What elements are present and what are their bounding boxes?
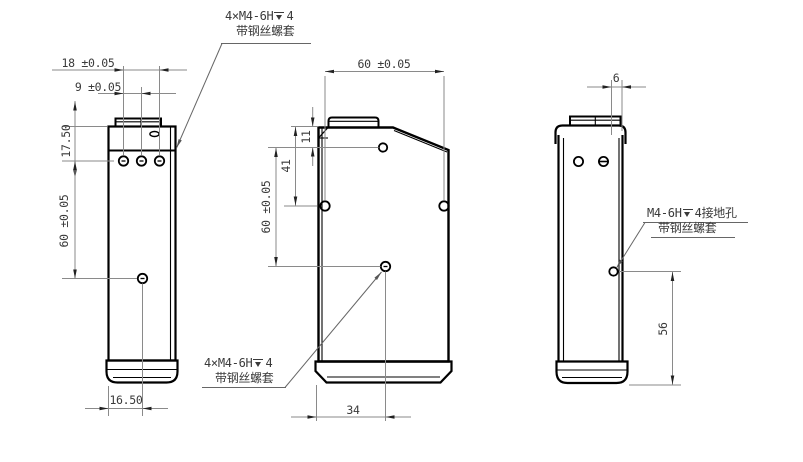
dim-hole-pitch-9 [98,87,176,155]
right-view-dimensions [587,80,681,386]
front-view-dimensions [268,69,445,421]
dim-top-hole-span-60 [324,69,445,200]
depth-symbol-icon [274,11,285,21]
thread-note: 带钢丝螺套 [215,370,274,385]
dim-ground-hole-edge-6 [587,80,646,135]
top-thread-callout: 4×M4-6H 4 带钢丝螺套 [225,9,295,38]
thread-spec-line: 4×M4-6H 4 [204,356,274,371]
ground-hole [608,266,619,277]
dim-bottom-hole-34 [291,271,411,421]
thread-spec-line: 4×M4-6H 4 [225,9,295,24]
depth-symbol-icon [682,208,694,218]
dim-text-ground-hole-edge: 6 [612,71,620,85]
screw-hole [319,200,331,212]
screw-hole [136,272,149,285]
dim-text-top-to-holes: 17.50 [59,124,73,158]
screw-hole [153,155,166,167]
dim-hole-span-18 [52,66,187,155]
dim-side-hole-depth-41 [293,126,298,206]
left-view-holes [117,155,166,285]
thread-spec-line: M4-6H 4接地孔 [647,206,737,221]
slot [149,130,160,138]
right-view-outline [554,115,629,385]
extension-lines [268,126,381,267]
screw-hole [379,260,392,273]
right-view-holes [573,155,619,277]
top-callout-leader [176,43,311,149]
dim-text-ground-hole-height: 56 [656,322,670,336]
front-view-outline [314,116,453,384]
dim-text-top-hole-span: 60 ±0.05 [357,57,411,71]
depth-symbol-icon [253,358,264,368]
right-callout-leader [616,222,748,269]
thread-spec: M4-6H [647,206,682,220]
left-view-dimensions [52,66,187,416]
bottom-callout-leader [202,271,382,388]
dim-text-hole-rows-front: 60 ±0.05 [259,180,273,234]
thread-depth: 4 [286,9,294,23]
hole [573,155,585,167]
dim-text-hole-pitch: 9 ±0.05 [74,80,122,94]
dim-hole-rows-60 [62,161,137,279]
thread-note: 带钢丝螺套 [236,23,295,38]
front-view [314,116,453,384]
dim-text-side-hole-depth: 41 [279,159,293,173]
dim-text-hole-rows-left: 60 ±0.05 [57,194,71,248]
callout-leaders [176,43,748,388]
thread-note: 带钢丝螺套 [658,220,717,235]
dim-text-hole-span: 18 ±0.05 [61,56,115,70]
screw-hole [377,142,389,153]
thread-spec: 4×M4-6H [225,9,274,23]
dim-ground-hole-height-56 [619,271,681,386]
right-view [554,115,629,385]
front-view-holes [319,142,450,273]
screw-hole [438,200,450,212]
dim-hole-rows-60-vertical [274,147,278,267]
dim-text-bottom-hole-left: 16.50 [109,393,143,407]
ground-hole-callout: M4-6H 4接地孔 带钢丝螺套 [647,206,737,235]
ground-hole-label: 接地孔 [701,206,737,220]
dim-text-bottom-hole-front: 34 [346,403,360,417]
thread-depth: 4 [265,356,273,370]
screw-hole [117,155,130,167]
thread-spec: 4×M4-6H [204,356,253,370]
dim-top-hole-depth-11 [310,107,315,166]
dim-bottom-hole-16-50 [85,283,168,416]
dim-text-top-hole-depth: 11 [299,130,313,144]
screw-hole [135,155,148,167]
bottom-thread-callout: 4×M4-6H 4 带钢丝螺套 [204,356,274,385]
thread-depth: 4 [694,206,702,220]
